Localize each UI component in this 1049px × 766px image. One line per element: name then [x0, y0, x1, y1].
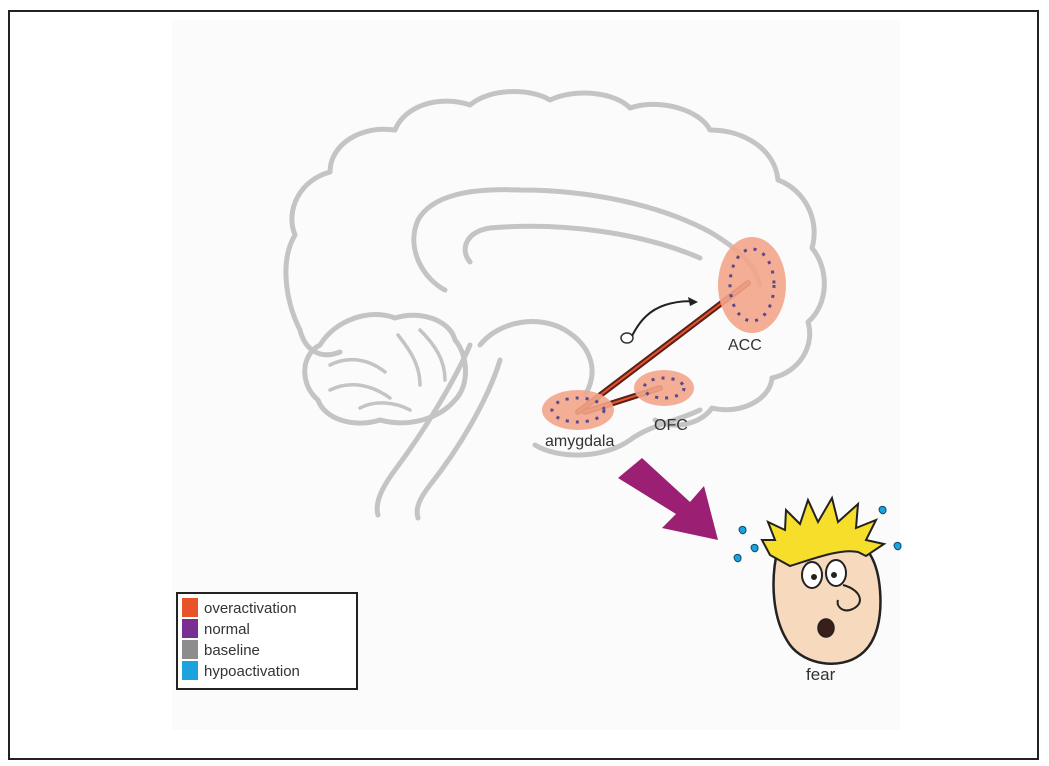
legend-label-normal: normal — [204, 621, 250, 638]
acc-label: ACC — [728, 337, 762, 354]
legend-label-baseline: baseline — [204, 642, 260, 659]
signal-node — [621, 333, 633, 343]
legend-swatch-normal — [182, 619, 198, 638]
right-pupil — [831, 572, 837, 578]
sweat-drop-3 — [751, 544, 758, 551]
legend-label-overactivation: overactivation — [204, 600, 297, 617]
left-pupil — [811, 574, 817, 580]
legend: overactivation normal baseline hypoactiv… — [177, 593, 357, 689]
legend-swatch-overactivation — [182, 598, 198, 617]
legend-swatch-baseline — [182, 640, 198, 659]
fear-label: fear — [806, 665, 836, 684]
mouth — [818, 619, 834, 637]
legend-swatch-hypoactivation — [182, 661, 198, 680]
ofc-label: OFC — [654, 417, 688, 434]
sweat-drop-2 — [734, 554, 741, 561]
sweat-drop-4 — [879, 506, 886, 513]
sweat-drop-5 — [894, 542, 901, 549]
sweat-drop-1 — [739, 526, 746, 533]
amygdala-label: amygdala — [545, 433, 614, 450]
legend-label-hypoactivation: hypoactivation — [204, 663, 300, 680]
region-acc — [718, 237, 786, 333]
region-ofc — [634, 370, 694, 406]
region-amygdala — [542, 390, 614, 430]
